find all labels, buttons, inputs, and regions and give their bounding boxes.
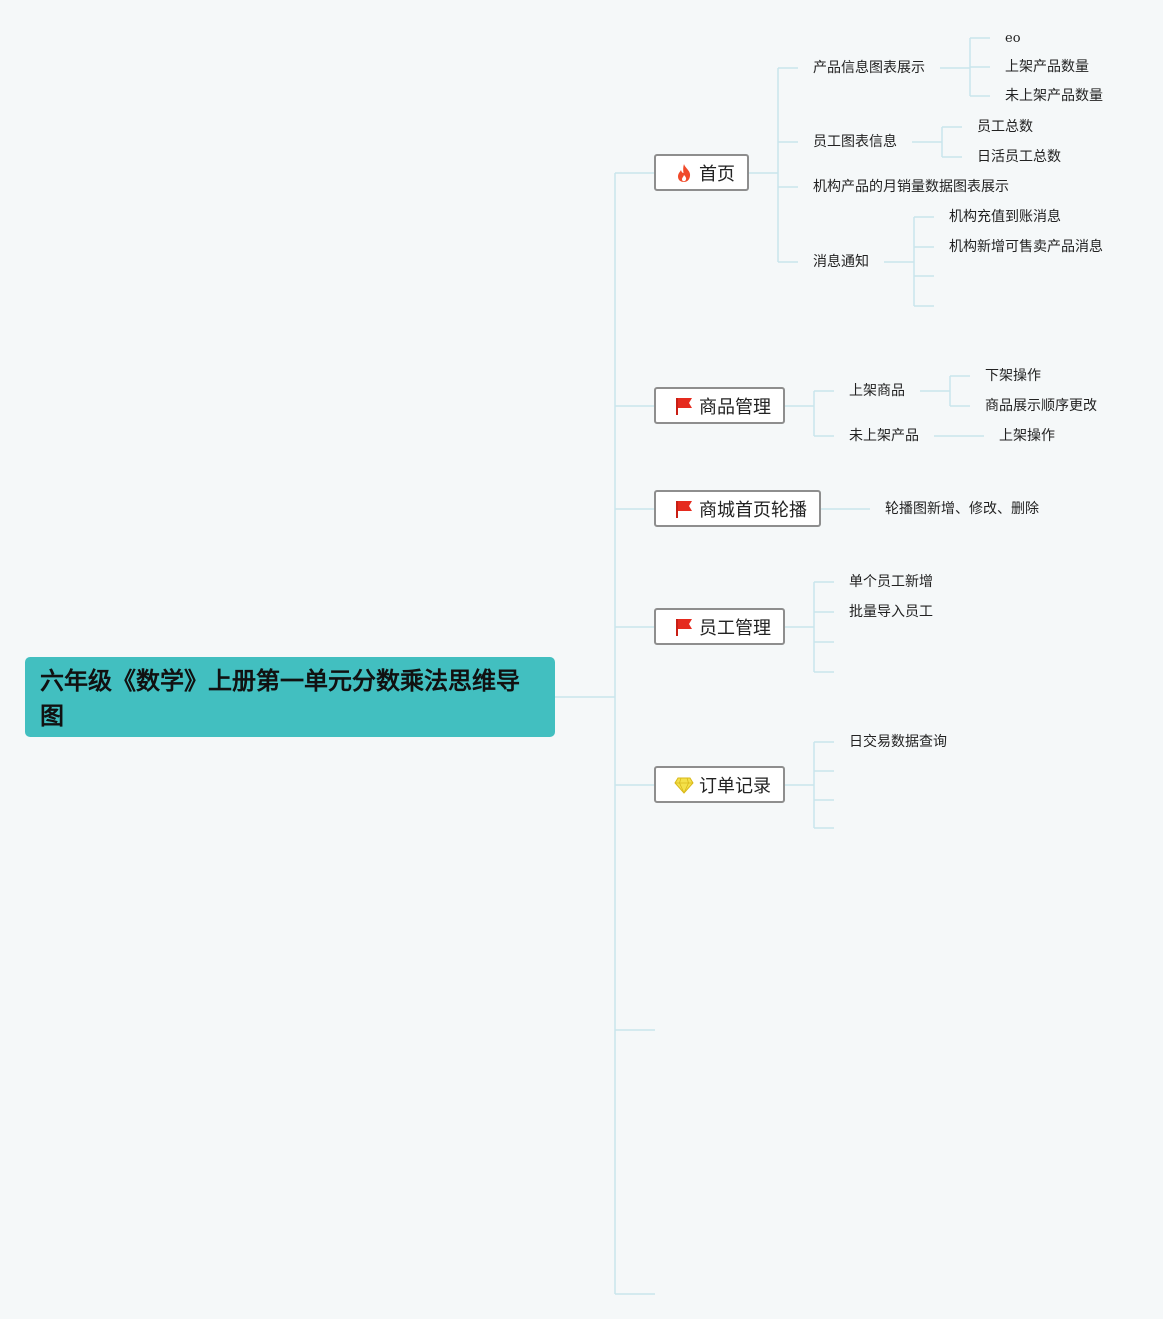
branch-mall-carousel[interactable]: 商城首页轮播: [654, 490, 821, 527]
branch-staff-management[interactable]: 员工管理: [654, 608, 785, 645]
topic-unlisted-product-count[interactable]: 未上架产品数量: [1005, 88, 1103, 104]
red-flag-icon: [673, 498, 695, 520]
branch-order-records[interactable]: 订单记录: [654, 766, 785, 803]
topic-staff-total[interactable]: 员工总数: [977, 119, 1033, 135]
branch-order-records-label: 订单记录: [699, 775, 771, 797]
flame-icon: [673, 162, 695, 184]
topic-list-operation[interactable]: 上架操作: [999, 428, 1055, 444]
red-flag-icon: [673, 395, 695, 417]
topic-staff-chart-info[interactable]: 员工图表信息: [813, 134, 897, 150]
branch-home-label: 首页: [699, 163, 735, 185]
topic-batch-import-staff[interactable]: 批量导入员工: [849, 604, 933, 620]
topic-recharge-message[interactable]: 机构充值到账消息: [949, 209, 1061, 225]
branch-staff-management-label: 员工管理: [699, 617, 771, 639]
topic-carousel-crud[interactable]: 轮播图新增、修改、删除: [885, 501, 1039, 517]
topic-display-order-change[interactable]: 商品展示顺序更改: [985, 398, 1097, 414]
topic-product-info-chart[interactable]: 产品信息图表展示: [813, 60, 925, 76]
branch-mall-carousel-label: 商城首页轮播: [699, 499, 807, 521]
topic-delist-operation[interactable]: 下架操作: [985, 368, 1041, 384]
topic-listed-goods[interactable]: 上架商品: [849, 383, 905, 399]
topic-add-single-staff[interactable]: 单个员工新增: [849, 574, 933, 590]
branch-home[interactable]: 首页: [654, 154, 749, 191]
red-flag-icon: [673, 616, 695, 638]
diamond-icon: [673, 774, 695, 796]
topic-monthly-sales-chart[interactable]: 机构产品的月销量数据图表展示: [813, 179, 1009, 195]
branch-product-management[interactable]: 商品管理: [654, 387, 785, 424]
topic-eo[interactable]: eo: [1005, 31, 1021, 46]
branch-product-management-label: 商品管理: [699, 396, 771, 418]
topic-unlisted-products[interactable]: 未上架产品: [849, 428, 919, 444]
topic-daily-active-staff[interactable]: 日活员工总数: [977, 149, 1061, 165]
topic-listed-product-count[interactable]: 上架产品数量: [1005, 59, 1089, 75]
topic-notifications[interactable]: 消息通知: [813, 254, 869, 270]
topic-daily-transaction-query[interactable]: 日交易数据查询: [849, 734, 947, 750]
topic-new-product-message[interactable]: 机构新增可售卖产品消息: [949, 239, 1103, 255]
central-topic[interactable]: 六年级《数学》上册第一单元分数乘法思维导图: [25, 657, 555, 737]
